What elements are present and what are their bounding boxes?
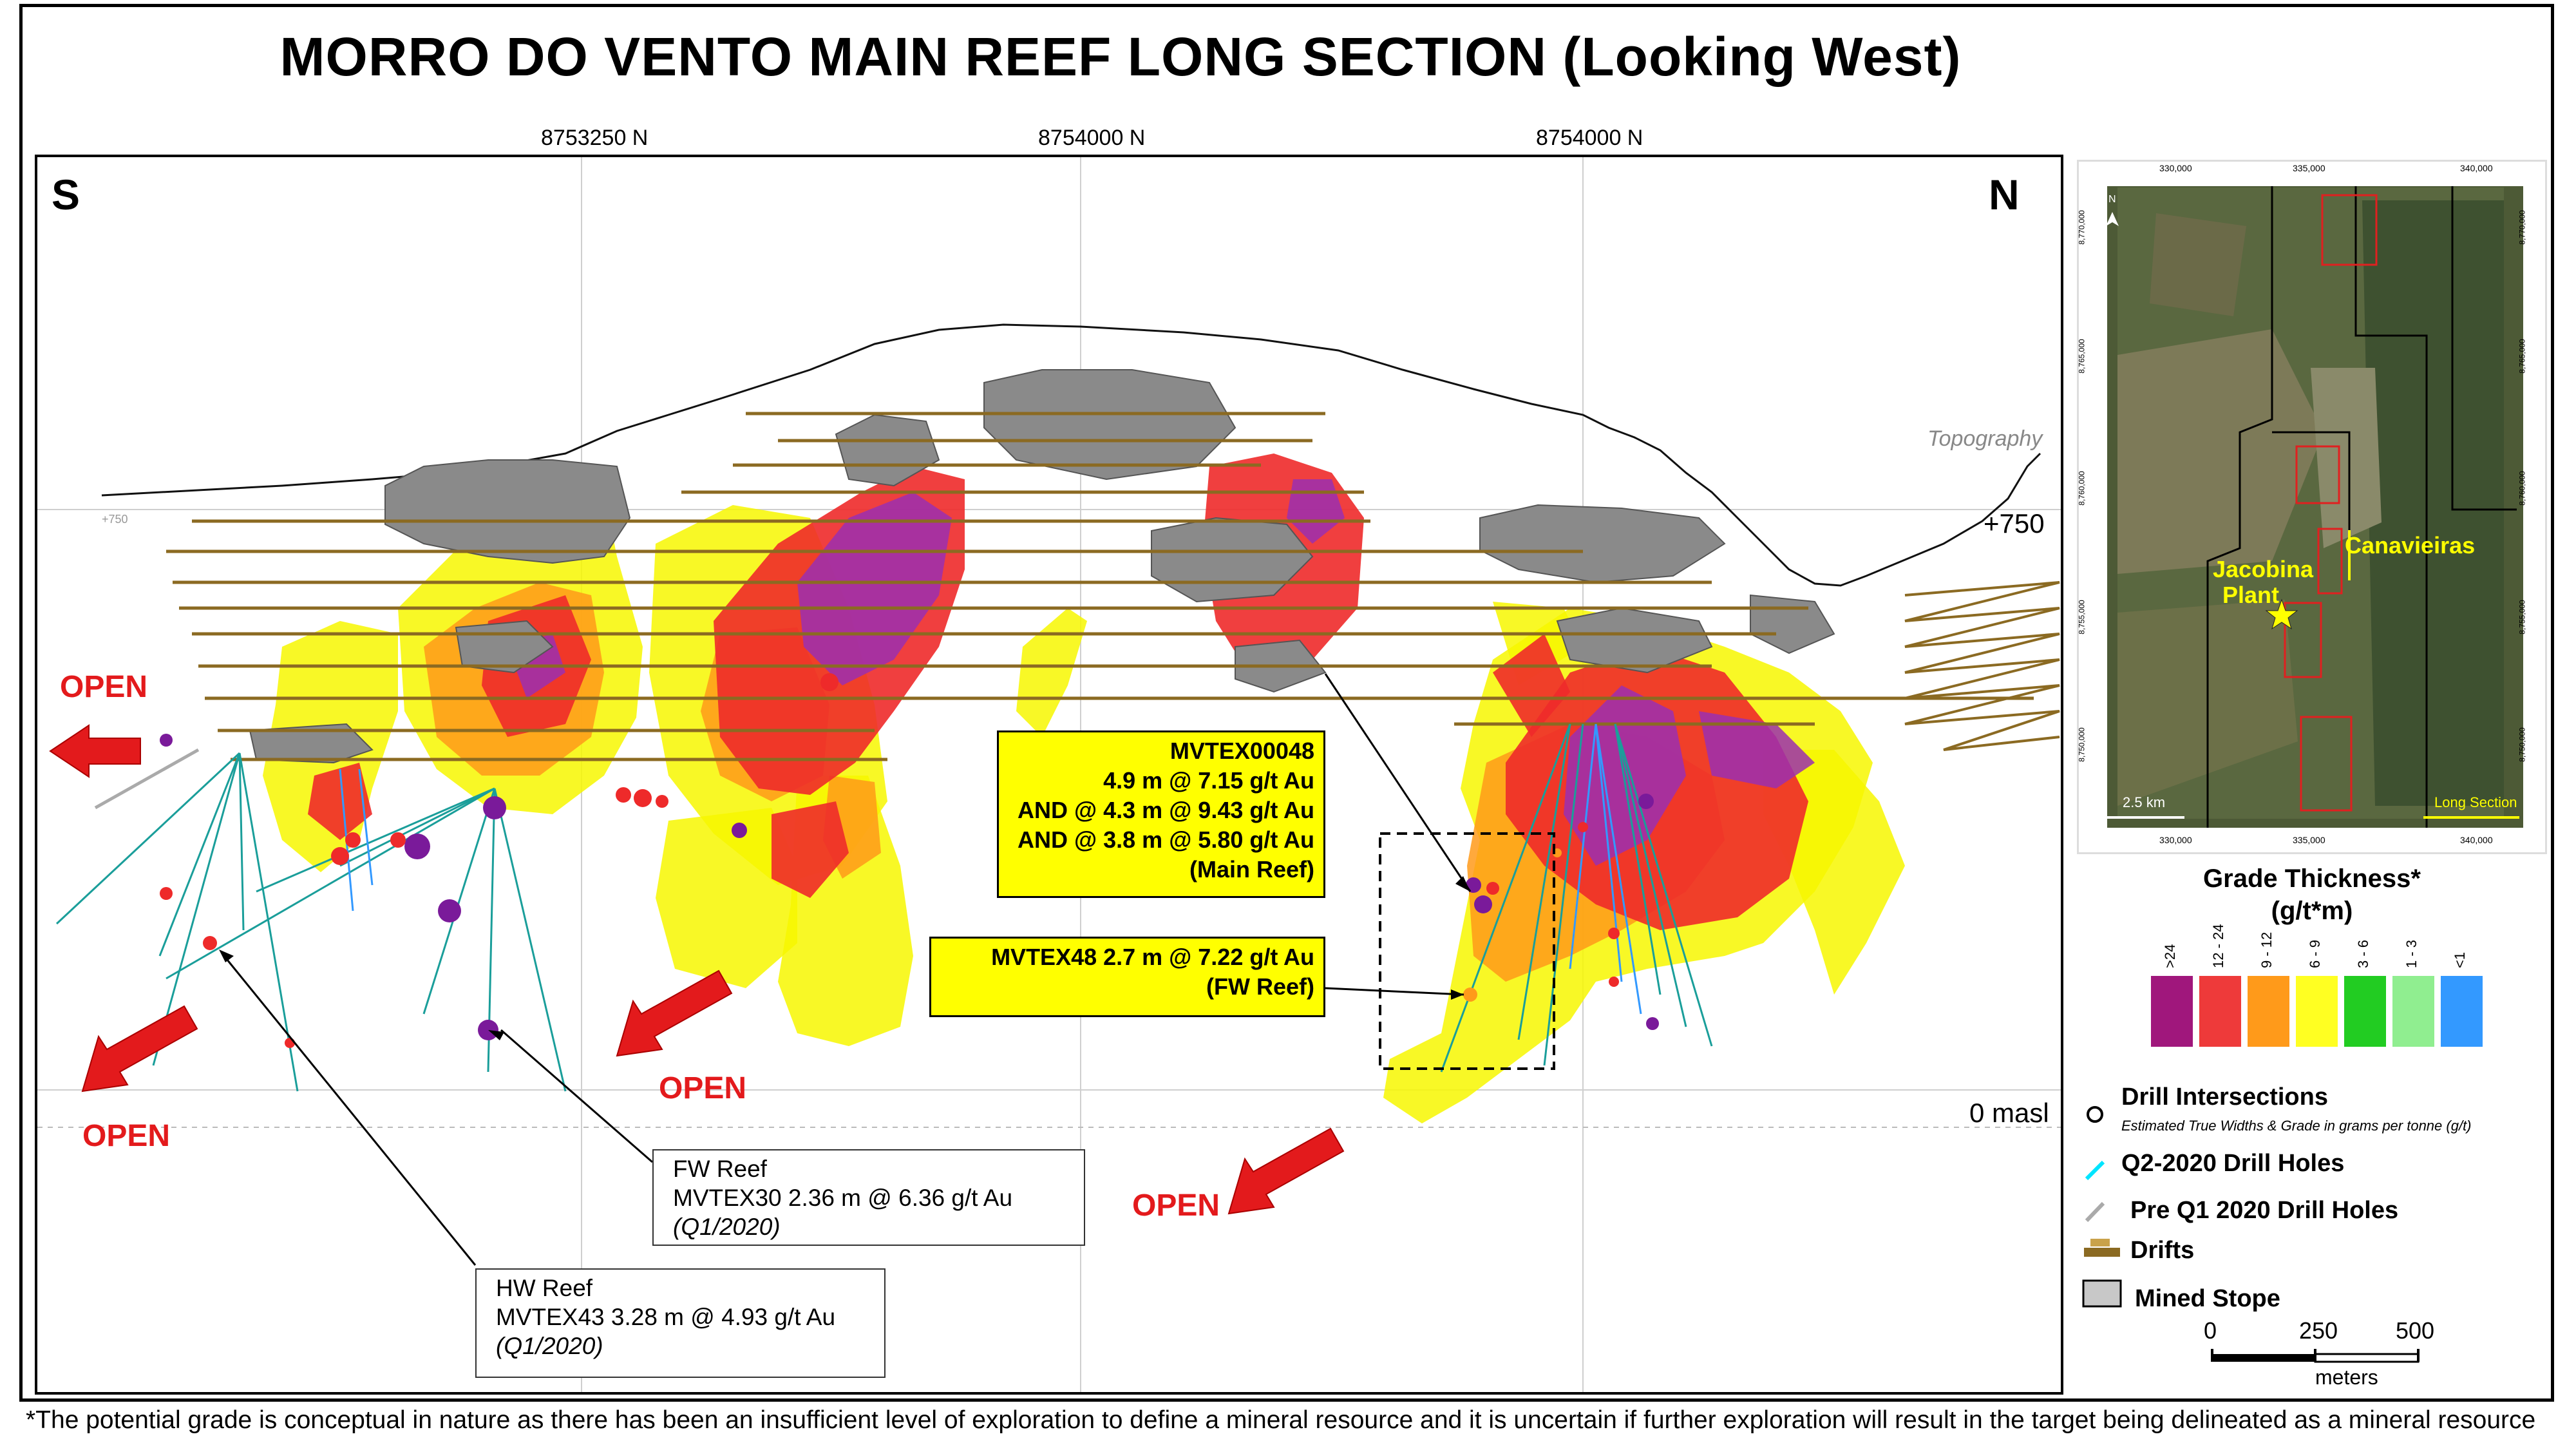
scale-tick-500: 500 (2396, 1317, 2435, 1344)
scale-unit-label: meters (2315, 1366, 2378, 1389)
callout-mvtex00048: MVTEX00048 4.9 m @ 7.15 g/t Au AND @ 4.3… (997, 730, 1325, 898)
figure-frame (19, 4, 2554, 1402)
leader-arrowheads (219, 876, 1470, 1040)
legend-symbols (2082, 1106, 2420, 1363)
grade-swatch (2248, 976, 2289, 1047)
drifts-label: Drifts (2130, 1237, 2195, 1264)
inset-tick-right: 8,770,000 (2517, 210, 2527, 245)
topography-label: Topography (1927, 426, 2043, 451)
open-label: OPEN (60, 670, 148, 704)
target-areas (2284, 194, 2378, 812)
inset-tick-right: 8,760,000 (2517, 471, 2527, 506)
drill-intersections-label: Drill Intersections (2121, 1083, 2328, 1111)
grade-thickness-title: Grade Thickness* (2203, 864, 2421, 893)
northing-label: 8754000 N (1038, 126, 1146, 150)
inset-long-section-label: Long Section (2434, 794, 2517, 810)
footnote: *The potential grade is conceptual in na… (26, 1406, 2536, 1434)
northing-label: 8754000 N (1536, 126, 1643, 150)
canavieiras-label: Canavieiras (2345, 532, 2476, 558)
grade-swatch (2344, 976, 2386, 1047)
drill-intersections-note: Estimated True Widths & Grade in grams p… (2121, 1118, 2472, 1134)
inset-tick-right: 8,755,000 (2517, 600, 2527, 635)
plant-star-icon (2265, 598, 2298, 630)
grade-swatch (2392, 976, 2434, 1047)
inset-tick-left: 8,765,000 (2077, 339, 2087, 374)
elevation-750-label: +750 (1984, 508, 2045, 539)
drill-intersections (160, 673, 1659, 1048)
inset-tick-left: 8,760,000 (2077, 471, 2087, 506)
inset-tick-bottom: 340,000 (2460, 835, 2493, 845)
pre-q1-drill-hole-icon (2085, 1201, 2105, 1223)
inset-north-label: N (2108, 194, 2116, 205)
q2-drill-hole-icon (2085, 1160, 2105, 1181)
plant-label: Plant (2222, 582, 2280, 608)
q2-drill-holes-label: Q2-2020 Drill Holes (2121, 1150, 2345, 1177)
long-section-canvas (37, 157, 2061, 1392)
mined-stopes (249, 369, 1835, 764)
target-box (1379, 832, 1555, 1070)
grade-swatch (2199, 976, 2241, 1047)
jacobina-label: Jacobina (2213, 556, 2314, 582)
scale-tick-0: 0 (2204, 1317, 2217, 1344)
grade-swatch (2296, 976, 2338, 1047)
north-label: N (1989, 171, 2020, 218)
elevation-750-small-label: +750 (102, 513, 128, 526)
drifts-north (1904, 581, 2060, 751)
mined-stope-label: Mined Stope (2135, 1285, 2280, 1312)
sea-level-label: 0 masl (1969, 1098, 2049, 1128)
drifts (166, 412, 2034, 761)
long-section-map[interactable]: S N Topography +750 +750 0 masl OPEN OPE… (35, 155, 2063, 1395)
open-label: OPEN (82, 1119, 171, 1153)
drill-holes-q2 (55, 723, 1713, 1092)
inset-tick-top: 340,000 (2460, 163, 2493, 173)
inset-canvas (2079, 162, 2545, 852)
property-boundary (2206, 186, 2517, 828)
northing-label: 8753250 N (541, 126, 649, 150)
callout-hw-reef: HW Reef MVTEX43 3.28 m @ 4.93 g/t Au (Q1… (475, 1268, 886, 1378)
inset-tick-left: 8,750,000 (2077, 727, 2087, 762)
open-label: OPEN (659, 1071, 747, 1105)
open-arrows (49, 724, 1345, 1215)
inset-tick-bottom: 330,000 (2159, 835, 2192, 845)
mined-stope-icon (2082, 1279, 2122, 1308)
drifts-icon (2084, 1239, 2120, 1257)
callout-fw-reef: FW Reef MVTEX30 2.36 m @ 6.36 g/t Au (Q1… (652, 1149, 1085, 1246)
inset-tick-right: 8,750,000 (2517, 727, 2527, 762)
drill-intersection-icon (2087, 1106, 2103, 1123)
inset-tick-top: 330,000 (2159, 163, 2192, 173)
callout-mvtex48: MVTEX48 2.7 m @ 7.22 g/t Au (FW Reef) (929, 937, 1325, 1017)
topography-line (101, 323, 2041, 587)
figure-title: MORRO DO VENTO MAIN REEF LONG SECTION (L… (279, 26, 1962, 87)
south-label: S (52, 171, 80, 218)
grade-thickness-units: (g/t*m) (2271, 897, 2353, 925)
inset-tick-left: 8,755,000 (2077, 600, 2087, 635)
grade-swatch (2151, 976, 2193, 1047)
inset-tick-bottom: 335,000 (2293, 835, 2325, 845)
leader-lines (223, 673, 1472, 1266)
meter-scale-bar (2211, 1349, 2420, 1363)
location-inset-map[interactable]: 330,000 335,000 340,000 330,000 335,000 … (2077, 160, 2547, 854)
inset-scale-label: 2.5 km (2123, 794, 2166, 810)
pre-q1-drill-holes-label: Pre Q1 2020 Drill Holes (2130, 1197, 2399, 1224)
open-label: OPEN (1132, 1188, 1220, 1223)
grade-swatch (2441, 976, 2483, 1047)
north-arrow-icon (2106, 212, 2119, 226)
drill-hole-pre-q1 (94, 748, 200, 810)
scale-tick-250: 250 (2299, 1317, 2338, 1344)
inset-tick-top: 335,000 (2293, 163, 2325, 173)
inset-tick-right: 8,765,000 (2517, 339, 2527, 374)
inset-tick-left: 8,770,000 (2077, 210, 2087, 245)
